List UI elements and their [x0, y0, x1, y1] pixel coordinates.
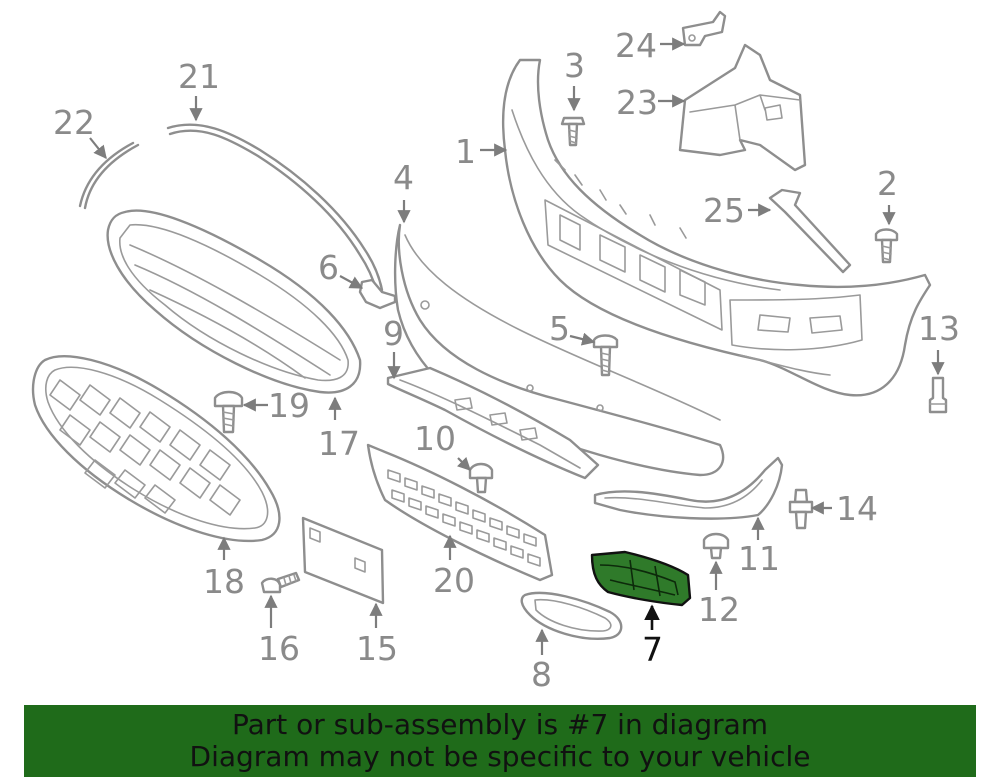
callout-15: 15 [356, 629, 398, 668]
part-21-trim-strip [166, 123, 384, 294]
part-18-lower-grille [31, 355, 281, 543]
callout-16: 16 [258, 629, 300, 668]
fastener-13 [928, 376, 948, 414]
part-4-bumper-lower [393, 223, 725, 477]
info-banner: Part or sub-assembly is #7 in diagram Di… [24, 705, 976, 777]
part-23-air-duct [678, 43, 807, 172]
callout-9: 9 [383, 314, 404, 353]
part-9-lower-trim [386, 366, 600, 480]
fastener-19 [213, 390, 244, 434]
banner-line-1: Part or sub-assembly is #7 in diagram [231, 708, 769, 741]
callout-11: 11 [738, 539, 780, 578]
fastener-10 [468, 462, 494, 494]
callout-numbers: 1 2 3 4 5 6 7 8 9 10 11 12 13 14 15 16 1… [53, 26, 960, 694]
callout-4: 4 [393, 158, 414, 197]
callout-6: 6 [318, 248, 339, 287]
callout-2: 2 [877, 164, 898, 203]
callout-8: 8 [531, 655, 552, 694]
callout-21: 21 [178, 57, 220, 96]
part-11-side-trim [593, 456, 784, 520]
callout-13: 13 [918, 309, 960, 348]
banner-line-2: Diagram may not be specific to your vehi… [189, 740, 811, 773]
fastener-12 [702, 532, 730, 560]
fastener-16 [260, 571, 301, 594]
callout-23: 23 [616, 83, 658, 122]
part-17-upper-grille [106, 209, 362, 394]
callout-3: 3 [564, 46, 585, 85]
callout-5: 5 [549, 309, 570, 348]
part-25-support-bracket [768, 188, 852, 274]
callout-24: 24 [615, 26, 657, 65]
part-6-clip [358, 278, 397, 310]
callout-17: 17 [318, 424, 360, 463]
callout-22: 22 [53, 103, 95, 142]
fastener-2 [874, 228, 899, 264]
fastener-14 [788, 488, 814, 530]
leader-lines [89, 37, 945, 655]
callout-25: 25 [703, 191, 745, 230]
fastener-5 [592, 334, 619, 377]
part-1-bumper-cover [501, 58, 932, 397]
callout-1: 1 [455, 132, 476, 171]
part-22-trim-strip [78, 141, 140, 210]
fastener-3 [560, 116, 586, 147]
callout-14: 14 [836, 489, 878, 528]
callout-12: 12 [698, 590, 740, 629]
part-8-fog-bezel [520, 591, 623, 640]
part-24-bracket [681, 10, 727, 47]
part-15-plate-bracket [301, 516, 385, 605]
callout-18: 18 [203, 562, 245, 601]
part-20-grille-insert [366, 443, 554, 582]
callout-10: 10 [414, 419, 456, 458]
callout-20: 20 [433, 561, 475, 600]
callout-7: 7 [642, 630, 663, 669]
part-7-highlighted [590, 550, 692, 607]
callout-19: 19 [268, 386, 310, 425]
